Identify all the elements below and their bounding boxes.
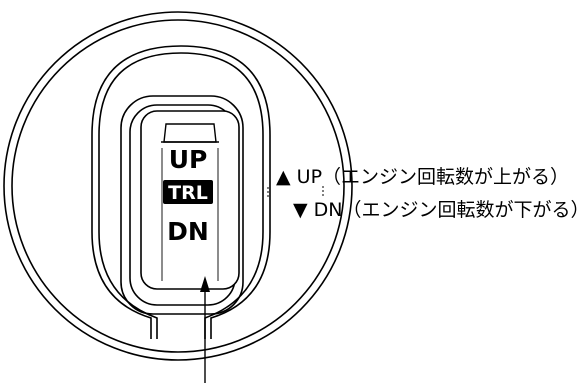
switch-dn-label: DN bbox=[167, 217, 209, 246]
outer-boss-outline bbox=[91, 45, 271, 339]
trl-badge bbox=[163, 180, 213, 204]
switch-bezel-outer bbox=[120, 95, 244, 315]
leader-arrowhead-icon bbox=[200, 276, 210, 292]
switch-trl-label: TRL bbox=[168, 182, 208, 204]
legend-up-text: UP（エンジン回転数が上がる） bbox=[296, 166, 570, 188]
legend-dn: ▼ DN（エンジン回転数が下がる） bbox=[293, 199, 584, 221]
switch-cap-tab bbox=[163, 123, 217, 143]
switch-up-label: UP bbox=[169, 145, 208, 174]
inner-housing-ring bbox=[11, 19, 345, 353]
triangle-down-icon: ▼ bbox=[293, 199, 308, 221]
triangle-up-icon: ▲ bbox=[276, 166, 291, 188]
legend-dn-text: DN（エンジン回転数が下がる） bbox=[313, 199, 584, 221]
outer-housing-ring bbox=[3, 11, 353, 361]
inner-boss-outline bbox=[98, 52, 264, 339]
legend-up: ▲ UP（エンジン回転数が上がる） bbox=[276, 166, 569, 188]
